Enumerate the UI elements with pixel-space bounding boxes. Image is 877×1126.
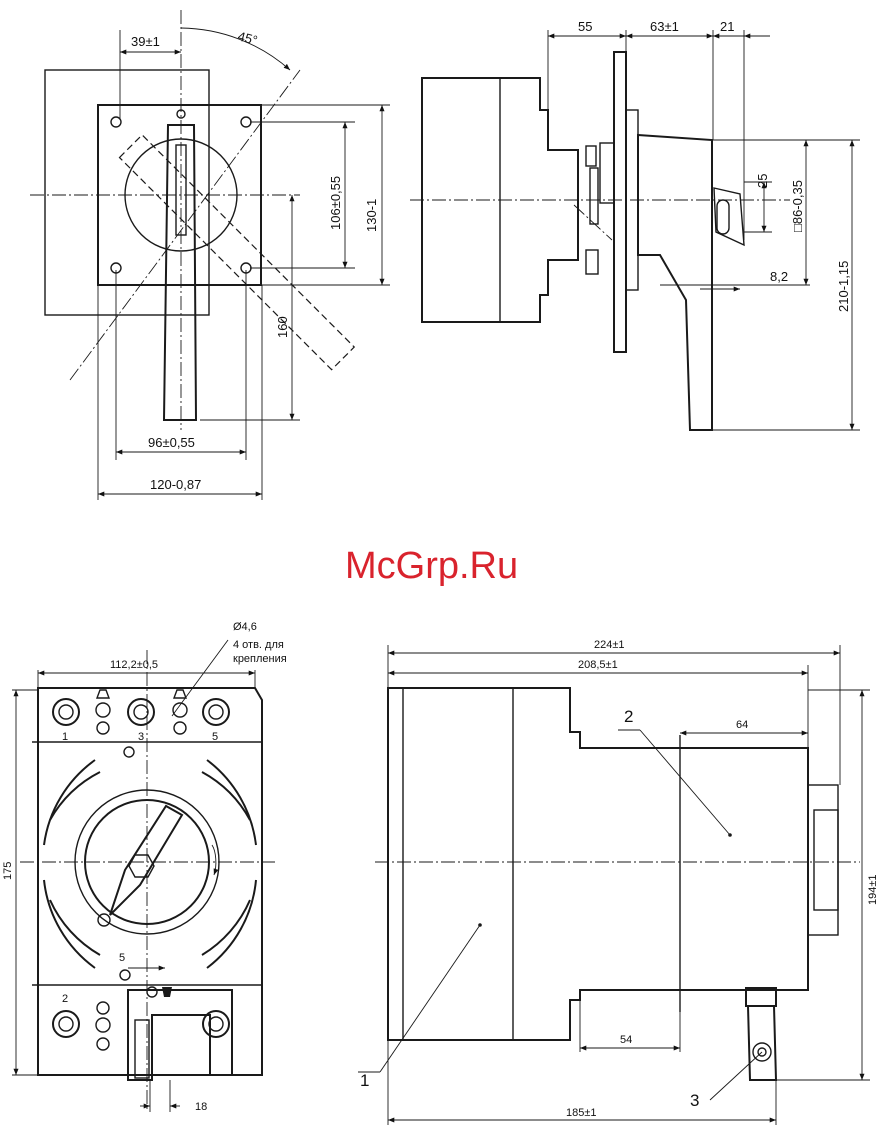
- dim-angle-45: 45°: [236, 28, 259, 48]
- holes-note-line1: 4 отв. для: [233, 639, 284, 651]
- terminal-1: 1: [62, 731, 68, 743]
- handle-side: [638, 135, 712, 430]
- switch-body-outline: [45, 70, 209, 315]
- bottom-left-view: 1 3 5 2: [2, 621, 287, 1113]
- dim-208-5: 208,5±1: [578, 659, 618, 671]
- dim-25: 25: [755, 174, 770, 188]
- dim-112: 112,2±0,5: [110, 659, 158, 671]
- knob-pointer: [110, 806, 182, 915]
- top-right-view: 55 63±1 21 25 □86-0,35 8,2 210-1,15: [410, 19, 860, 430]
- dim-130: 130-1: [364, 199, 379, 232]
- dim-224: 224±1: [594, 639, 625, 651]
- bottom-terminals: [53, 970, 229, 1050]
- mount-hole: [241, 117, 251, 127]
- dim-96: 96±0,55: [148, 435, 195, 450]
- dim-86: □86-0,35: [790, 180, 805, 232]
- dim-175: 175: [2, 862, 14, 880]
- watermark: McGrp.Ru: [345, 545, 518, 587]
- terminal-3: 3: [138, 731, 144, 743]
- panel-flange: [614, 52, 626, 352]
- dim-54: 54: [620, 1034, 632, 1046]
- callout-1: 1: [360, 1071, 369, 1090]
- switch-front-body: [38, 688, 262, 1075]
- callout-3: 3: [690, 1091, 699, 1110]
- handle-lever: [164, 125, 196, 420]
- dim-55: 55: [578, 19, 592, 34]
- dim-8-2: 8,2: [770, 269, 788, 284]
- top-left-view: 39±1 45° 106±0,55 130-1 160 96±0,55 120-…: [30, 10, 390, 500]
- dim-21: 21: [720, 19, 734, 34]
- terminal-5: 5: [212, 731, 218, 743]
- bottom-right-view: 224±1 208,5±1 64 194±1 54 185±1 1 2 3: [358, 639, 877, 1125]
- top-terminals: [53, 690, 229, 734]
- dim-160: 160: [275, 316, 290, 338]
- dim-63: 63±1: [650, 19, 679, 34]
- dim-185: 185±1: [566, 1107, 597, 1119]
- dim-120: 120-0,87: [150, 477, 201, 492]
- aux-contact-block: [128, 990, 232, 1080]
- vent-slots: [44, 760, 256, 968]
- dim-18: 18: [195, 1101, 207, 1113]
- rotated-handle-outline: [119, 135, 354, 370]
- holes-note-line2: крепления: [233, 653, 287, 665]
- dim-64: 64: [736, 719, 748, 731]
- terminal-2: 2: [62, 993, 68, 1005]
- dim-210: 210-1,15: [836, 261, 851, 312]
- mount-hole: [111, 117, 121, 127]
- callout-2: 2: [624, 707, 633, 726]
- side-shaft-housing: [808, 785, 838, 935]
- dim-194: 194±1: [867, 874, 877, 905]
- dim-106: 106±0,55: [328, 176, 343, 230]
- dim-5: 5: [119, 952, 125, 964]
- dim-39: 39±1: [131, 34, 160, 49]
- dim-hole-diameter: Ø4,6: [233, 621, 257, 633]
